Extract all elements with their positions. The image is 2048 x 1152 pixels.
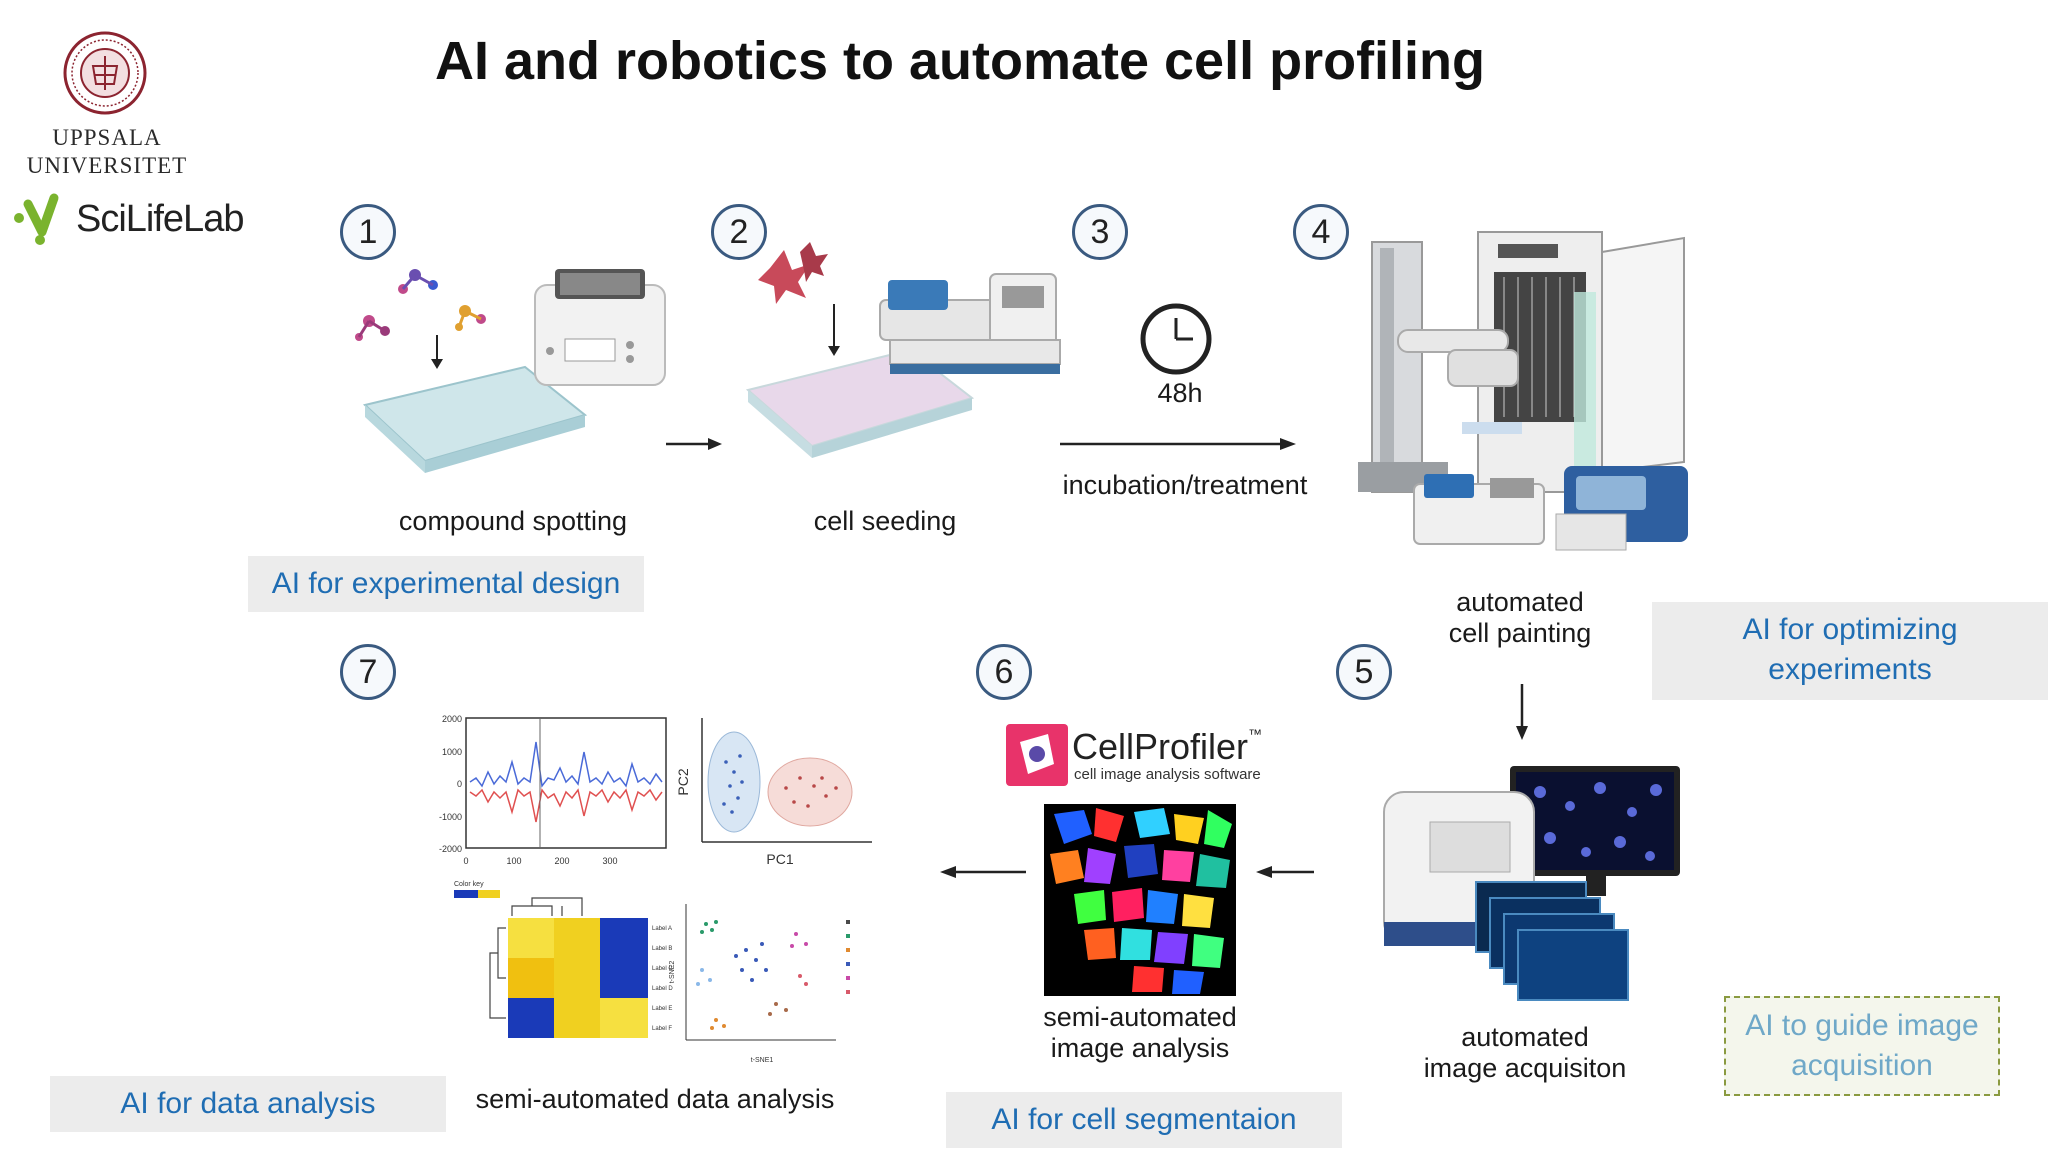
step-3-badge: 3 <box>1072 204 1128 260</box>
image-analysis-caption: semi-automated image analysis <box>1043 1002 1237 1063</box>
cellprofiler-tagline: cell image analysis software <box>1074 766 1261 783</box>
cell-seeding-caption: cell seeding <box>813 506 957 536</box>
heatmap-row-label: Label E <box>652 1006 672 1012</box>
compound-spotting-illustration <box>355 255 675 500</box>
ai-guide-acquisition-box: AI to guide image acquisition <box>1724 996 2000 1096</box>
scilifelab-icon <box>14 193 59 245</box>
step-6-badge: 6 <box>976 644 1032 700</box>
image-acquisition-caption: automated image acquisiton <box>1423 1022 1627 1083</box>
arrow-right-icon <box>1060 436 1296 457</box>
pca-plot: PC2 PC1 <box>675 712 876 877</box>
ai-optimizing-box: AI for optimizing experiments <box>1652 602 2048 700</box>
cell-seeding-illustration <box>740 240 1061 505</box>
heatmap-row-label: Label B <box>652 946 672 952</box>
clock-icon <box>1139 302 1213 381</box>
signal-x-tick: 100 <box>506 856 521 866</box>
signal-plot: 2000 1000 0 -1000 -2000 0 100 200 300 <box>430 712 670 877</box>
tsne-plot: t-SNE2 t-SNE1 <box>666 900 882 1075</box>
scilifelab-logo <box>12 192 68 253</box>
heatmap-row-label: Label D <box>652 986 673 992</box>
cell-painting-robot-illustration <box>1358 222 1702 577</box>
cellprofiler-logo-icon <box>1006 724 1068 791</box>
arrow-left-icon <box>1256 864 1314 885</box>
step-1-badge: 1 <box>340 204 396 260</box>
heatmap-row-label: Label F <box>652 1026 672 1032</box>
cells-icon <box>758 242 828 304</box>
heatmap-row-label: Label C <box>652 966 673 972</box>
pca-ylabel: PC2 <box>675 768 691 795</box>
incubation-caption: incubation/treatment <box>1062 470 1308 500</box>
signal-y-tick: -1000 <box>439 812 462 822</box>
incubation-time-label: 48h <box>1157 378 1203 408</box>
step-2-badge: 2 <box>711 204 767 260</box>
ai-experimental-design-box: AI for experimental design <box>248 556 644 612</box>
university-name: UPPSALA UNIVERSITET <box>26 125 188 178</box>
arrow-left-icon <box>940 864 1026 885</box>
tsne-ylabel: t-SNE2 <box>669 961 676 984</box>
image-stack-icon <box>1475 881 1629 1001</box>
molecule-icon <box>355 269 486 341</box>
arrow-down-icon <box>1514 684 1530 745</box>
microscope-illustration <box>1380 762 1690 1007</box>
cellprofiler-name: CellProfiler™ <box>1072 726 1263 767</box>
step-7-badge: 7 <box>340 644 396 700</box>
signal-x-tick: 200 <box>554 856 569 866</box>
segmentation-image <box>1044 804 1236 1001</box>
signal-y-tick: 0 <box>457 779 462 789</box>
ai-segmentation-box: AI for cell segmentaion <box>946 1092 1342 1148</box>
page-title: AI and robotics to automate cell profili… <box>434 31 1486 91</box>
step-5-badge: 5 <box>1336 644 1392 700</box>
uppsala-seal-logo <box>62 30 148 121</box>
step-4-badge: 4 <box>1293 204 1349 260</box>
pca-xlabel: PC1 <box>766 851 793 867</box>
signal-x-tick: 0 <box>463 856 468 866</box>
heatmap-plot: Color key Label A Label B Label C Label … <box>452 878 673 1073</box>
scilifelab-name: SciLifeLab <box>76 198 244 240</box>
arrow-right-icon <box>666 436 722 457</box>
signal-y-tick: 1000 <box>442 747 462 757</box>
cell-painting-caption: automated cell painting <box>1448 587 1592 648</box>
ai-data-analysis-box: AI for data analysis <box>50 1076 446 1132</box>
heatmap-key-label: Color key <box>454 881 484 888</box>
signal-y-tick: 2000 <box>442 714 462 724</box>
tsne-xlabel: t-SNE1 <box>751 1057 774 1064</box>
heatmap-row-label: Label A <box>652 926 672 932</box>
signal-x-tick: 300 <box>602 856 617 866</box>
data-analysis-caption: semi-automated data analysis <box>475 1084 835 1114</box>
compound-spotting-caption: compound spotting <box>398 506 628 536</box>
signal-y-tick: -2000 <box>439 844 462 854</box>
